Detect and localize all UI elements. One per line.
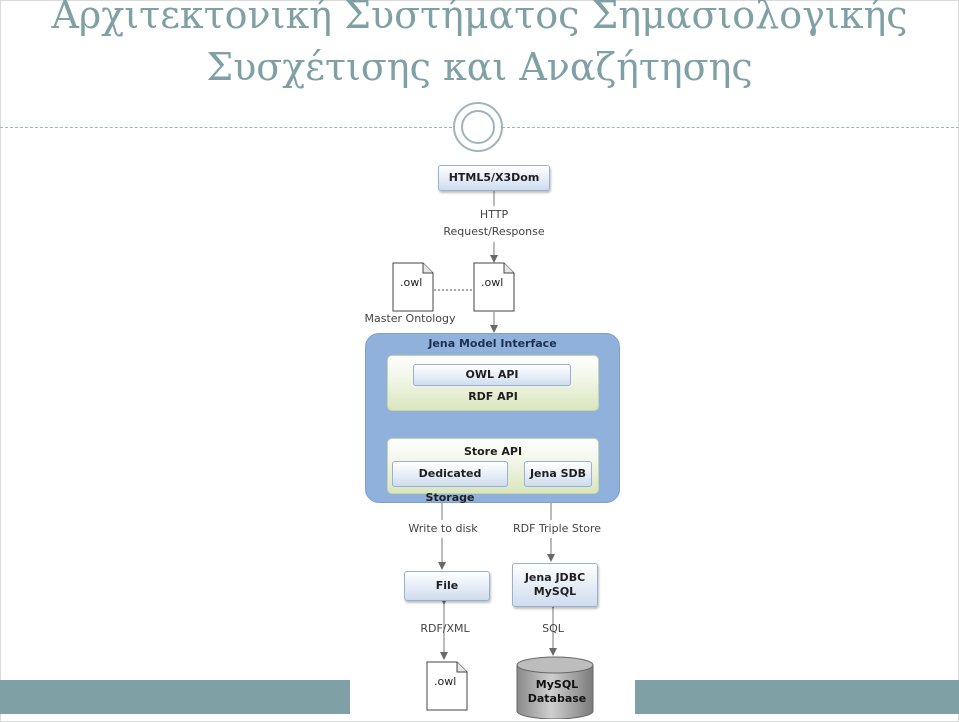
rdf-api-label: RDF API xyxy=(468,390,518,403)
master-ontology-label: Master Ontology xyxy=(364,312,456,325)
mysql-db-line-1: MySQL xyxy=(535,678,579,691)
owl-file-label-left: .owl xyxy=(400,276,423,289)
rdf-xml-label: RDF/XML xyxy=(420,622,470,635)
owl-file-icon-right: .owl xyxy=(473,262,515,312)
file-box: File xyxy=(404,571,490,601)
store-api-panel: Store API Dedicated Storage Jena SDB xyxy=(387,438,599,504)
jena-jdbc-mysql-box: Jena JDBC MySQL xyxy=(512,563,598,607)
title-separator-left xyxy=(0,127,452,128)
jena-model-interface-container: Jena Model Interface OWL API RDF API Sto… xyxy=(365,333,620,504)
owl-file-icon-bottom: .owl xyxy=(426,661,468,711)
separator-ring-ornament xyxy=(453,102,503,152)
mysql-database-label: MySQL Database xyxy=(512,678,602,706)
slide-title-line-2: Συσχέτισης και Αναζήτησης xyxy=(206,45,753,89)
owl-api-box: OWL API xyxy=(413,364,571,386)
mysql-db-line-2: Database xyxy=(527,692,587,705)
owl-file-icon-left: .owl xyxy=(392,262,434,312)
mysql-label: MySQL xyxy=(533,585,577,598)
jena-jdbc-label: Jena JDBC xyxy=(524,571,586,584)
mysql-database-cylinder-icon xyxy=(516,656,594,719)
jena-sdb-box: Jena SDB xyxy=(524,461,592,487)
title-separator-right xyxy=(502,127,959,128)
request-response-label: Request/Response xyxy=(443,225,545,238)
owl-file-label-bottom: .owl xyxy=(434,675,457,688)
footer-bar-left xyxy=(0,680,350,714)
owl-file-label-right: .owl xyxy=(481,276,504,289)
rdf-api-panel: OWL API RDF API xyxy=(387,355,599,411)
footer-bar-right xyxy=(635,680,959,714)
http-label: HTTP xyxy=(479,208,509,221)
store-api-label: Store API xyxy=(463,445,523,458)
sql-label: SQL xyxy=(542,622,564,635)
html5-x3dom-box: HTML5/X3Dom xyxy=(438,165,550,191)
slide-title-line-1: Αρχιτεκτονική Συστήματος Σημασιολογικής xyxy=(51,0,908,37)
dedicated-storage-box: Dedicated Storage xyxy=(392,461,508,504)
rdf-triple-store-label: RDF Triple Store xyxy=(513,522,601,535)
jena-model-interface-title: Jena Model Interface xyxy=(428,337,557,350)
write-to-disk-label: Write to disk xyxy=(408,522,478,535)
